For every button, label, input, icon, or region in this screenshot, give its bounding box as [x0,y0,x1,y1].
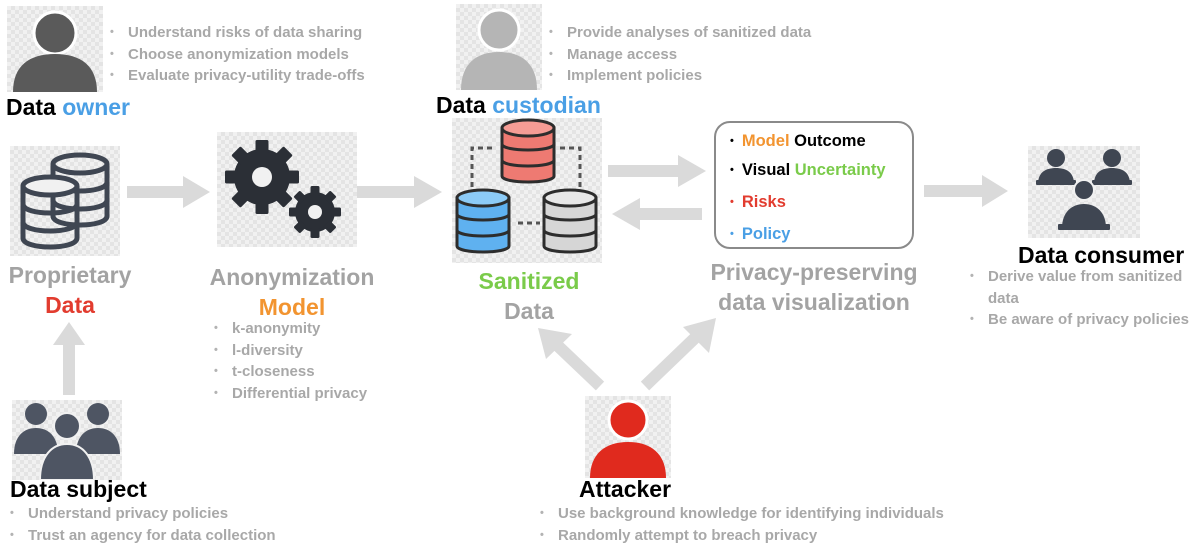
gear-tooth [255,201,269,214]
custodian-avatar [456,4,542,90]
anonymization-method: l-diversity [214,340,367,362]
gear-tooth [310,228,320,238]
viz-item-visual-uncertainty: •Visual Uncertainty [730,161,886,179]
attacker-label: Attacker [579,476,672,502]
gear-tooth [286,170,299,184]
gear-tooth [331,207,341,217]
owner-person-icon [13,10,97,92]
visualization-label: Privacy-preserving data visualization [710,259,918,315]
gear-tooth [255,140,269,153]
gear-tooth [323,191,336,204]
arrow-sanitized-to-viz [608,155,706,187]
consumer-bullet: Derive value from sanitized data [970,266,1200,309]
subject-responsibilities: Understand privacy policies Trust an age… [10,503,276,546]
consumer-bullet: Be aware of privacy policies [970,309,1200,331]
gear-tooth [231,146,250,165]
anonymization-gears-icon [217,132,357,247]
viz-item-policy: •Policy [730,225,791,243]
viz-item-model-outcome: •Model Outcome [730,132,866,150]
custodian-bullet: Implement policies [549,65,811,87]
proprietary-data-label: Proprietary Data [8,262,132,318]
custodian-responsibilities: Provide analyses of sanitized data Manag… [549,22,811,87]
gear-tooth [310,186,320,196]
consumer-group-icon [1028,146,1140,238]
subject-group-icon [12,400,122,481]
custodian-label: Data custodian [436,92,601,118]
attacker-bullet: Randomly attempt to breach privacy [540,525,944,547]
gear-tooth [294,220,307,233]
arrow-attacker-to-viz-shaft [640,331,702,391]
owner-avatar [7,6,103,92]
arrow-attacker-to-sanitized-shaft [553,341,605,391]
arrow-viz-to-consumer [924,175,1008,207]
gear-tooth [231,189,250,208]
consumer-responsibilities: Derive value from sanitized data Be awar… [970,266,1200,331]
subject-bullet: Trust an agency for data collection [10,525,276,547]
gear-tooth [225,170,238,184]
custodian-bullet: Provide analyses of sanitized data [549,22,811,44]
gear-tooth [323,220,336,233]
visualization-box: •Model Outcome •Visual Uncertainty •Risk… [714,121,914,249]
arrow-model-to-sanitized [348,176,442,208]
anonymization-method: t-closeness [214,361,367,383]
owner-label: Data owner [6,94,130,120]
consumer-label: Data consumer [1018,242,1185,268]
sanitized-databases-icon [452,118,602,263]
attacker-bullet: Use background knowledge for identifying… [540,503,944,525]
custodian-bullet: Manage access [549,44,811,66]
owner-bullet: Understand risks of data sharing [110,22,365,44]
gear-tooth [274,189,293,208]
arrow-attacker-to-sanitized-head [538,328,572,359]
anonymization-model-label: Anonymization Model [209,264,375,320]
gear-tooth [289,207,299,217]
proprietary-database-icon [10,146,120,256]
arrow-attacker-to-viz-head [683,318,716,353]
attacker-person-icon [590,399,666,478]
custodian-person-icon [461,8,537,90]
gear-tooth [274,146,293,165]
arrow-subject-to-data [53,322,85,395]
sanitized-data-label: Sanitized Data [478,268,580,324]
attacker-avatar [585,396,671,478]
attacker-behaviors: Use background knowledge for identifying… [540,503,944,546]
owner-bullet: Choose anonymization models [110,44,365,66]
subject-bullet: Understand privacy policies [10,503,276,525]
anonymization-method: k-anonymity [214,318,367,340]
anonymization-methods: k-anonymity l-diversity t-closeness Diff… [214,318,367,404]
gear-tooth [294,191,307,204]
owner-bullet: Evaluate privacy-utility trade-offs [110,65,365,87]
arrow-viz-to-sanitized [612,198,702,230]
arrow-data-to-model [127,176,210,208]
owner-responsibilities: Understand risks of data sharing Choose … [110,22,365,87]
anonymization-method: Differential privacy [214,383,367,405]
subject-label: Data subject [10,476,147,502]
viz-item-risks: •Risks [730,193,786,211]
